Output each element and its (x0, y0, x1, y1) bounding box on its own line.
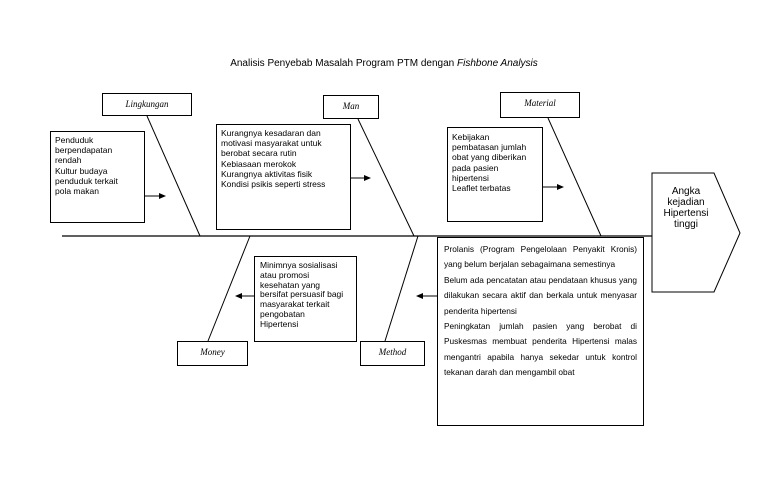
effect-label: Angka kejadian Hipertensi tinggi (645, 186, 727, 230)
cause-line: Penduduk (55, 135, 94, 145)
cause-line: berpendapatan (55, 145, 113, 156)
cause-line: pengobatan (260, 308, 305, 319)
category-money: Money (177, 341, 248, 366)
cause-line: penduduk terkait (55, 175, 118, 186)
cause-line: motivasi masyarakat untuk (221, 138, 322, 149)
causes-lingkungan: Penduduk berpendapatan rendah Kultur bud… (50, 131, 145, 223)
cause-line: pola makan (55, 186, 99, 197)
title-italic: Fishbone Analysis (457, 58, 538, 69)
bone-money (207, 235, 251, 342)
cause-paragraph: Belum ada pencatatan atau pendataan khus… (444, 274, 637, 316)
category-lingkungan: Lingkungan (102, 93, 192, 116)
cause-line: Leaflet terbatas (452, 183, 511, 194)
cause-line: Kondisi psikis seperti stress (221, 179, 326, 190)
cause-line: pembatasan jumlah (452, 142, 527, 153)
cause-line: Hipertensi (260, 318, 299, 329)
cause-line: masyarakat terkait (260, 299, 330, 310)
bone-material (547, 117, 602, 237)
causes-man: Kurangnya kesadaran dan motivasi masyara… (216, 124, 351, 230)
category-material: Material (500, 92, 580, 118)
cause-paragraph: Peningkatan jumlah pasien yang berobat d… (444, 321, 637, 378)
cause-line: bersifat persuasif bagi (260, 289, 344, 300)
cause-paragraph: Prolanis (Program Pengelolaan Penyakit K… (444, 244, 637, 270)
cause-line: Minimnya sosialisasi (260, 260, 338, 270)
cause-line: Kurangnya aktivitas fisik (221, 168, 313, 179)
effect-line: Hipertensi (663, 208, 709, 219)
cause-line: Kebijakan (452, 132, 490, 142)
causes-material: Kebijakan pembatasan jumlah obat yang di… (447, 127, 543, 222)
cause-line: obat yang diberikan (452, 152, 527, 163)
cause-line: hipertensi (452, 172, 489, 183)
causes-money: Minimnya sosialisasi atau promosi keseha… (254, 256, 357, 342)
cause-line: Kultur budaya (55, 165, 108, 176)
effect-line: tinggi (674, 219, 698, 230)
cause-line: atau promosi (260, 269, 310, 280)
causes-method: Prolanis (Program Pengelolaan Penyakit K… (437, 237, 644, 426)
cause-line: rendah (55, 155, 82, 166)
effect-line: Angka (671, 186, 701, 197)
bone-man (357, 118, 415, 237)
category-method: Method (360, 341, 425, 366)
category-man: Man (323, 95, 379, 119)
cause-line: Kebiasaan merokok (221, 158, 297, 169)
effect-head-shape (651, 172, 741, 293)
title-main: Analisis Penyebab Masalah Program PTM de… (230, 58, 455, 69)
bone-lingkungan (146, 115, 201, 237)
bone-method (384, 235, 419, 342)
cause-line: pada pasien (452, 162, 499, 173)
diagram-title: Analisis Penyebab Masalah Program PTM de… (0, 58, 768, 69)
cause-line: kesehatan yang (260, 279, 321, 290)
effect-line: kejadian (667, 197, 705, 208)
cause-line: berobat secara rutin (221, 148, 297, 159)
cause-line: Kurangnya kesadaran dan (221, 128, 321, 138)
